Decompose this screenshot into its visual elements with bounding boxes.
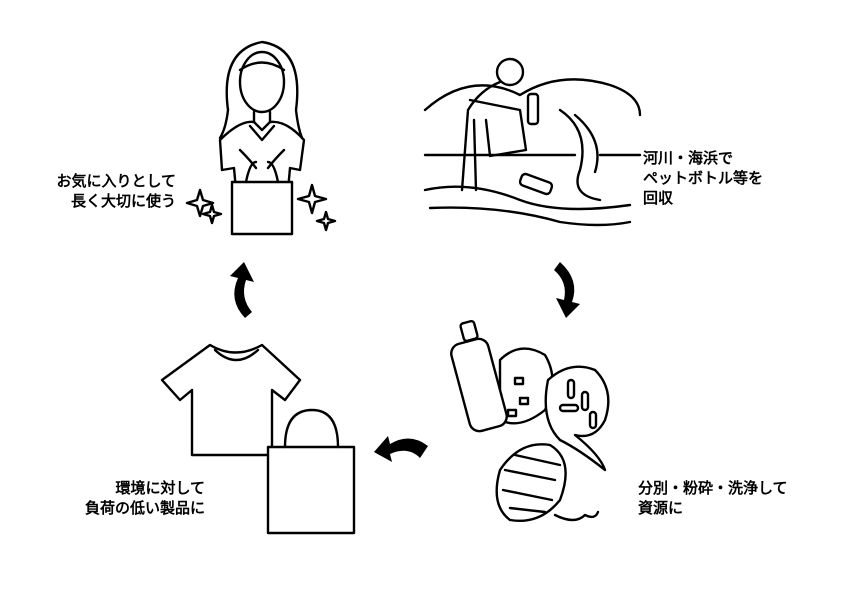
arrow-left-icon: [374, 436, 428, 462]
caption-line: 河川・海浜で: [643, 149, 734, 167]
arrow-down-icon: [554, 262, 580, 318]
caption-line: 回収: [643, 189, 674, 207]
step-collect-caption: 河川・海浜で ペットボトル等を 回収: [643, 148, 763, 208]
caption-line: ペットボトル等を: [643, 169, 764, 187]
beach-collection-illustration: [423, 57, 642, 227]
step-product-caption: 環境に対して 負荷の低い製品に: [85, 478, 205, 518]
caption-line: 環境に対して: [115, 479, 205, 497]
step-process-caption: 分別・粉砕・洗浄して 資源に: [638, 478, 788, 518]
caption-line: お気に入りとして: [56, 172, 176, 190]
arrow-up-icon: [230, 262, 254, 318]
step-use-caption: お気に入りとして 長く大切に使う: [56, 171, 176, 211]
caption-line: 長く大切に使う: [70, 192, 176, 210]
caption-line: 分別・粉砕・洗浄して: [638, 479, 788, 497]
caption-line: 資源に: [638, 499, 684, 517]
person-with-bag-illustration: [185, 40, 337, 236]
tshirt-and-tote-illustration: [160, 343, 356, 535]
recycling-process-illustration: [450, 319, 610, 522]
caption-line: 負荷の低い製品に: [84, 499, 205, 517]
